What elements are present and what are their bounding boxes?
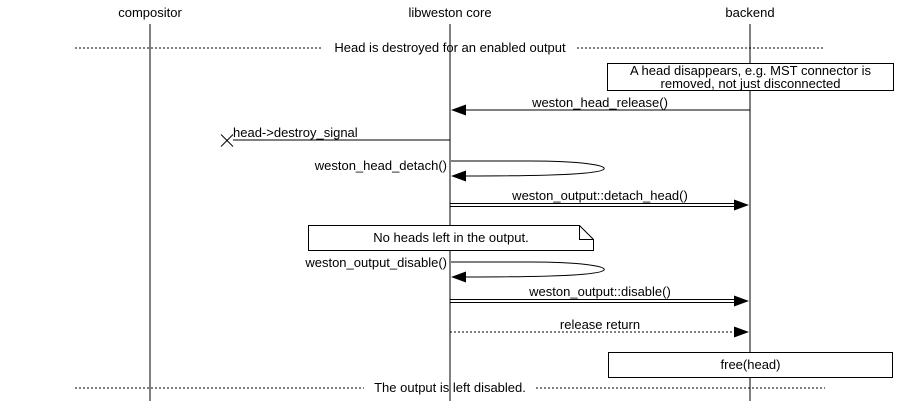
note-no-heads-left-line: No heads left in the output. — [373, 230, 529, 245]
message-label-weston-output-disable-call: weston_output::disable() — [529, 284, 671, 299]
divider-top-label: Head is destroyed for an enabled output — [334, 40, 566, 55]
self-call-loop-weston-head-detach — [451, 160, 605, 177]
self-call-loop-weston-output-disable — [451, 261, 605, 278]
actor-label-backend: backend — [725, 5, 775, 20]
message-label-weston-head-release: weston_head_release() — [532, 95, 668, 110]
divider-bottom-label: The output is left disabled. — [374, 380, 526, 395]
message-label-head-destroy-signal: head->destroy_signal — [233, 125, 358, 140]
note-no-heads-left-fold-icon — [579, 225, 594, 240]
note-head-disappears-box — [607, 63, 894, 91]
arrowhead-weston-head-detach — [451, 170, 466, 182]
box-free-head — [608, 352, 893, 378]
box-free-head-line: free(head) — [720, 357, 781, 372]
message-label-release-return: release return — [559, 317, 641, 332]
actor-label-compositor: compositor — [118, 5, 182, 20]
arrowhead-weston-head-release — [451, 104, 466, 116]
message-label-weston-output-disable: weston_output_disable() — [305, 255, 447, 270]
note-head-disappears-line-2: removed, not just disconnected — [660, 76, 841, 91]
box-free-head-text: free(head) — [608, 358, 893, 371]
note-no-heads-left-box — [308, 225, 594, 251]
message-label-weston-output-detach-head: weston_output::detach_head() — [512, 188, 688, 203]
lost-message-cross-icon — [220, 134, 234, 147]
arrowhead-weston-output-disable-call — [734, 295, 749, 307]
note-head-disappears-text: A head disappears, e.g. MST connector is… — [607, 64, 894, 90]
note-head-disappears-line-1: A head disappears, e.g. MST connector is — [629, 63, 872, 78]
arrowhead-release-return — [734, 326, 749, 338]
arrowhead-weston-output-detach-head — [734, 199, 749, 211]
note-no-heads-left-text: No heads left in the output. — [308, 231, 594, 244]
arrowhead-weston-output-disable-self — [451, 271, 466, 283]
actor-label-libweston-core: libweston core — [408, 5, 492, 20]
message-label-weston-head-detach: weston_head_detach() — [314, 158, 447, 173]
